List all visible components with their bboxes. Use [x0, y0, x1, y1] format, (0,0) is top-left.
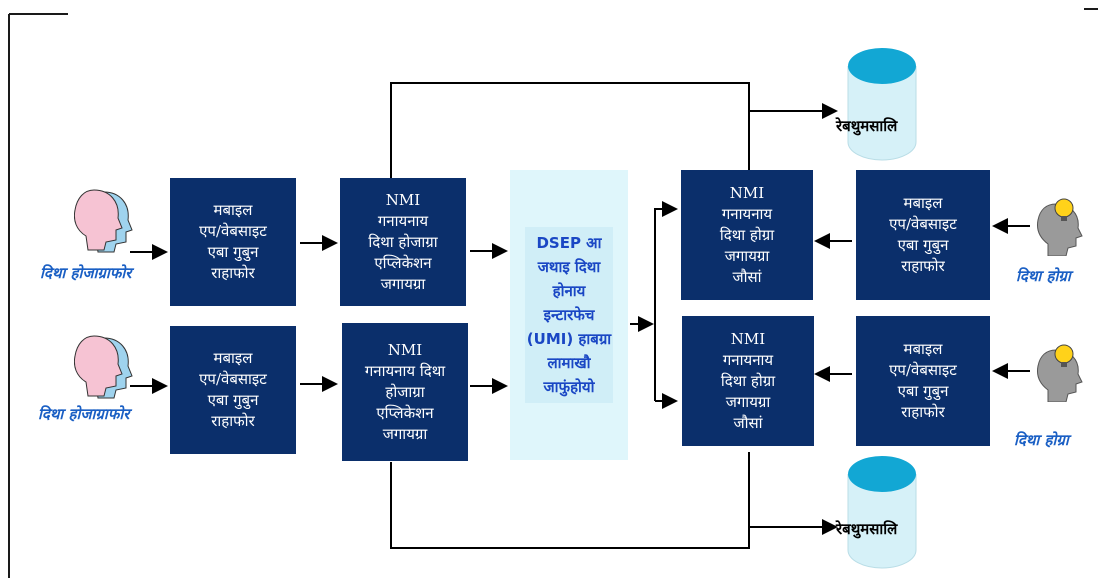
dsep-gateway-label: DSEP आ जथाइ दिथा होनाय इन्टारफेच (UMI) ह… [524, 227, 614, 403]
user-heads-icon [74, 335, 133, 399]
provider-agent-box: NMI गनायनाय दिथा होग्रा जगायग्रा जौसां [682, 316, 814, 446]
provider-app-box: मबाइल एप/वेबसाइट एबा गुबुन राहाफोर [856, 316, 990, 446]
provider-app-box: मबाइल एप/वेबसाइट एबा गुबुन राहाफोर [856, 170, 990, 300]
database-icon [847, 456, 917, 569]
requester-agent-box: NMI गनायनाय दिथा होजाग्रा एप्लिकेशन जगाय… [342, 323, 468, 461]
seeker-app-box: मबाइल एप/वेबसाइट एबा गुबुन राहाफोर [170, 178, 296, 306]
dsep-gateway-box: DSEP आ जथाइ दिथा होनाय इन्टारफेच (UMI) ह… [510, 170, 628, 460]
requester-agent-box: NMI गनायनाय दिथा होजाग्रा एप्लिकेशन जगाय… [340, 178, 466, 306]
provider-label: दिथा होग्रा [1016, 267, 1071, 285]
registry-label: रेबथुमसालि [836, 117, 898, 135]
seeker-label: दिथा होजाग्राफोर [40, 264, 132, 282]
database-icon [847, 48, 917, 161]
provider-label: दिथा होग्रा [1014, 431, 1069, 449]
idea-head-icon [1037, 198, 1083, 256]
user-heads-icon [74, 189, 133, 253]
provider-agent-box: NMI गनायनाय दिथा होग्रा जगायग्रा जौसां [681, 170, 813, 300]
idea-head-icon [1037, 344, 1083, 402]
registry-label: रेबथुमसालि [836, 520, 898, 538]
seeker-app-box: मबाइल एप/वेबसाइट एबा गुबुन राहाफोर [170, 326, 296, 454]
seeker-label: दिथा होजाग्राफोर [38, 405, 130, 423]
